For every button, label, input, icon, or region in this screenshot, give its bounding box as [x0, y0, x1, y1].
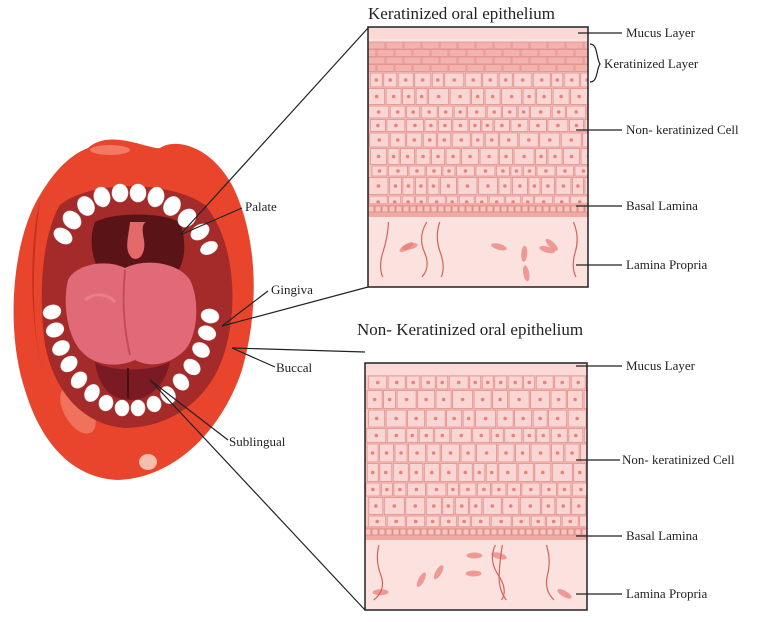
- upper-teeth: [53, 183, 218, 255]
- label-gingiva: Gingiva: [271, 282, 313, 297]
- label-bottom-mucus: Mucus Layer: [626, 358, 695, 373]
- label-bottom-non-keratinized-cell: Non- keratinized Cell: [622, 452, 735, 467]
- buccal-connector: [231, 347, 276, 368]
- keratinized-title: Keratinized oral epithelium: [368, 4, 555, 23]
- sublingual-connector: [149, 379, 229, 441]
- connector-lines: [149, 27, 369, 611]
- layer-pointers: [576, 32, 622, 595]
- zoom-line-bottom-2: [149, 379, 366, 611]
- mouth-illustration: [13, 139, 254, 480]
- label-top-non-keratinized-cell: Non- keratinized Cell: [626, 122, 739, 137]
- label-top-basal-lamina: Basal Lamina: [626, 198, 698, 213]
- non-keratinized-title: Non- Keratinized oral epithelium: [357, 320, 584, 339]
- zoom-line-top-2: [221, 286, 369, 327]
- label-palate: Palate: [245, 199, 277, 214]
- palate-connector: [179, 207, 243, 236]
- label-buccal: Buccal: [276, 360, 313, 375]
- label-top-keratinized: Keratinized Layer: [604, 56, 699, 71]
- tongue: [65, 262, 197, 365]
- uvula: [127, 222, 146, 259]
- gingiva-connector: [221, 290, 269, 327]
- zoom-line-top-1: [179, 27, 369, 236]
- label-bottom-basal-lamina: Basal Lamina: [626, 528, 698, 543]
- label-top-mucus: Mucus Layer: [626, 25, 695, 40]
- keratinized-tissue-box: [367, 26, 589, 288]
- non-keratinized-tissue-box: [364, 362, 588, 611]
- zoom-line-bottom-1: [231, 347, 366, 353]
- label-bottom-lamina-propria: Lamina Propria: [626, 586, 708, 601]
- label-sublingual: Sublingual: [229, 434, 286, 449]
- label-top-lamina-propria: Lamina Propria: [626, 257, 708, 272]
- lower-teeth: [42, 304, 220, 417]
